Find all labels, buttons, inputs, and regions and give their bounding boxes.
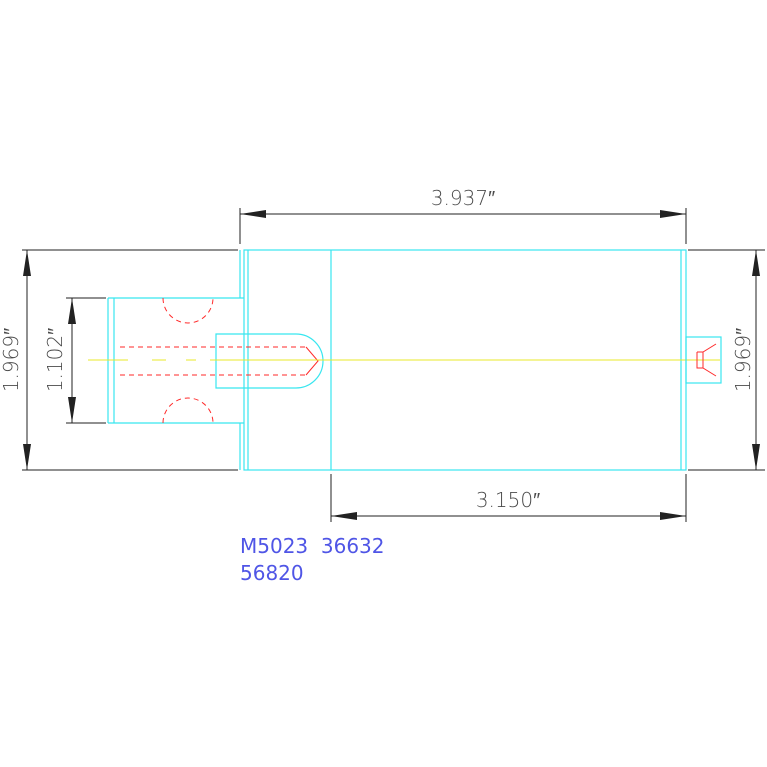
hidden-bore	[120, 346, 319, 376]
rounded-plug	[215, 333, 324, 389]
right-end-fitting	[685, 336, 722, 384]
part-numbers: M5023 36632 56820	[240, 534, 385, 585]
overall-length-label: 3.937″	[431, 186, 495, 210]
dimension-height-right: 1.969″	[688, 249, 765, 471]
drawing-sheet	[0, 188, 767, 580]
shaft-section	[107, 250, 244, 470]
dimension-body-length: 3.150″	[330, 474, 687, 522]
height-left-label: 1.969″	[0, 328, 23, 392]
part-number-line1: M5023 36632	[240, 534, 385, 558]
height-right-label: 1.969″	[731, 328, 755, 392]
dimension-shaft-height: 1.102″	[43, 297, 106, 424]
body-length-label: 3.150″	[476, 488, 540, 512]
dimension-overall-length: 3.937″	[239, 186, 687, 244]
shaft-height-label: 1.102″	[43, 328, 67, 392]
dimension-height-left: 1.969″	[0, 249, 238, 471]
part-number-line2: 56820	[240, 561, 304, 585]
hidden-semicircles	[162, 297, 214, 424]
